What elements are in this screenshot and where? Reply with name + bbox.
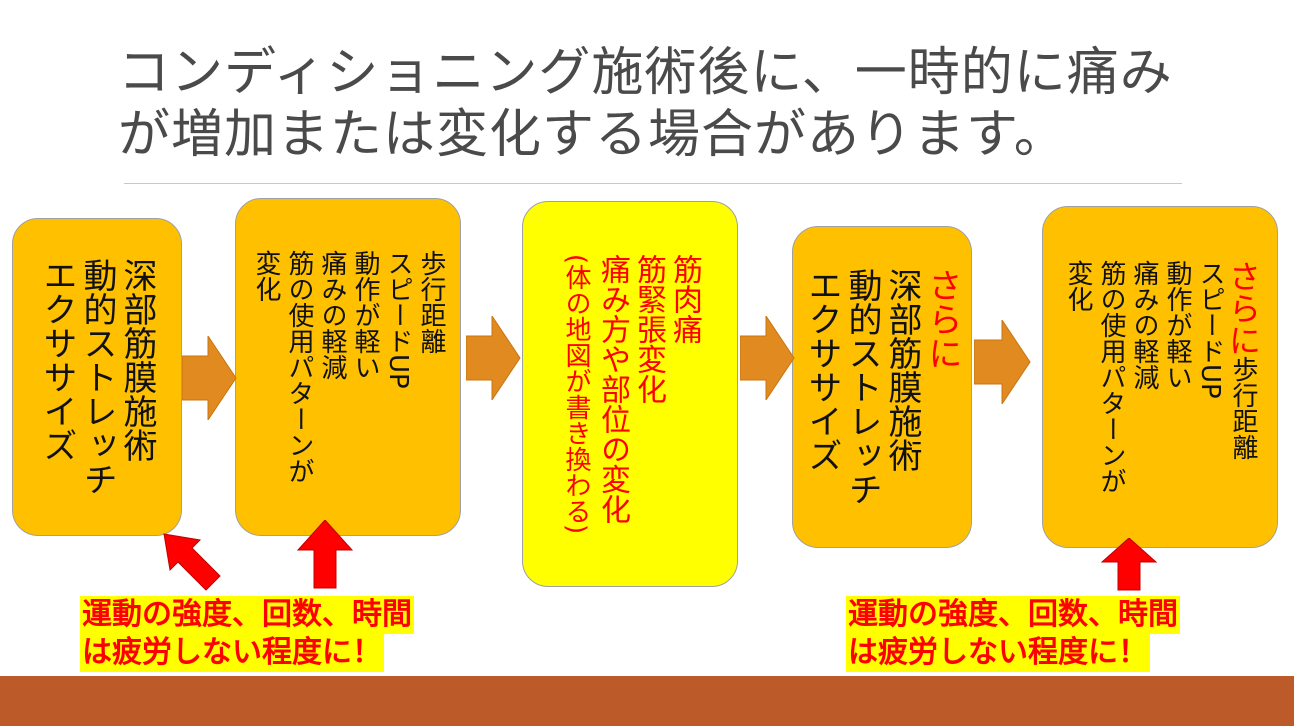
flow-box-4-line: 深部筋膜施術 [882, 268, 922, 472]
flow-box-5-line-first: さらに歩行距離 [1224, 260, 1262, 494]
flow-box-5-line: 動作が軽い [1162, 260, 1192, 390]
title-divider [124, 183, 1182, 184]
flow-box-5: さらに歩行距離 スピードUP 動作が軽い 痛みの軽減 筋の使用パターンが 変化 [1042, 206, 1278, 548]
flow-box-2-line: スピードUP [383, 250, 413, 389]
note-right-line2: は疲労しない程度に！ [846, 634, 1150, 672]
flow-box-1-line: 深部筋膜施術 [117, 258, 157, 462]
flow-box-4-text: さらに 深部筋膜施術 動的ストレッチ エクササイズ [802, 268, 962, 506]
note-left-line1: 運動の強度、回数、時間 [80, 596, 414, 634]
red-arrow-icon [163, 533, 221, 591]
flow-box-1-line: エクササイズ [37, 258, 77, 462]
slide-title-line2: が増加または変化する場合があります。 [118, 105, 1067, 165]
flow-box-2-line: 歩行距離 [416, 250, 446, 354]
flow-box-5-line: 痛みの軽減 [1129, 260, 1159, 390]
flow-box-3: 筋肉痛 筋緊張変化 痛み方や部位の変化 (体の地図が書き換わる) [522, 201, 738, 587]
flow-box-1-text: 深部筋膜施術 動的ストレッチ エクササイズ [37, 258, 157, 496]
flow-arrow-icon [182, 336, 237, 420]
flow-box-2-line: 動作が軽い [350, 250, 380, 380]
footer-band [0, 676, 1294, 726]
flow-box-1-line: 動的ストレッチ [77, 258, 117, 496]
slide-title: コンディショニング施術後に、一時的に痛み が増加または変化する場合があります。 [118, 42, 1218, 166]
flow-box-3-line: (体の地図が書き換わる) [561, 253, 591, 535]
flow-box-4-line: 動的ストレッチ [842, 268, 882, 506]
flow-box-1: 深部筋膜施術 動的ストレッチ エクササイズ [12, 218, 182, 536]
red-arrow-icon [1100, 538, 1158, 591]
note-right-line1: 運動の強度、回数、時間 [846, 596, 1180, 634]
flow-box-3-line: 痛み方や部位の変化 [595, 253, 630, 524]
flow-box-4-prefix: さらに [922, 268, 962, 370]
flow-box-5-prefix: さらに [1224, 260, 1262, 356]
flow-arrow-icon [740, 316, 795, 400]
flow-arrow-icon [466, 316, 521, 400]
flow-box-3-line: 筋肉痛 [667, 253, 702, 344]
flow-box-4-line: エクササイズ [802, 268, 842, 472]
flow-box-5-line: 変化 [1063, 260, 1093, 312]
flow-box-2-text: 歩行距離 スピードUP 動作が軽い 痛みの軽減 筋の使用パターンが 変化 [249, 250, 447, 484]
note-left-line2: は疲労しない程度に！ [80, 634, 384, 672]
flow-box-5-line: スピードUP [1195, 260, 1225, 399]
flow-box-3-line: 筋緊張変化 [631, 253, 666, 404]
flow-box-5-line: 歩行距離 [1228, 356, 1258, 460]
flow-box-2-line: 変化 [251, 250, 281, 302]
red-arrow-icon [296, 520, 354, 589]
note-left: 運動の強度、回数、時間 は疲労しない程度に！ [80, 596, 414, 672]
flow-arrow-icon [974, 320, 1031, 404]
flow-box-2: 歩行距離 スピードUP 動作が軽い 痛みの軽減 筋の使用パターンが 変化 [235, 198, 461, 536]
flow-box-2-line: 筋の使用パターンが [284, 250, 314, 484]
flow-box-3-text: 筋肉痛 筋緊張変化 痛み方や部位の変化 (体の地図が書き換わる) [558, 254, 702, 534]
flow-box-5-text: さらに歩行距離 スピードUP 動作が軽い 痛みの軽減 筋の使用パターンが 変化 [1061, 260, 1262, 494]
flow-box-2-line: 痛みの軽減 [317, 250, 347, 380]
flow-box-5-line: 筋の使用パターンが [1096, 260, 1126, 494]
slide-title-line1: コンディショニング施術後に、一時的に痛み [118, 43, 1173, 103]
note-right: 運動の強度、回数、時間 は疲労しない程度に！ [846, 596, 1180, 672]
flow-box-4: さらに 深部筋膜施術 動的ストレッチ エクササイズ [792, 226, 972, 548]
